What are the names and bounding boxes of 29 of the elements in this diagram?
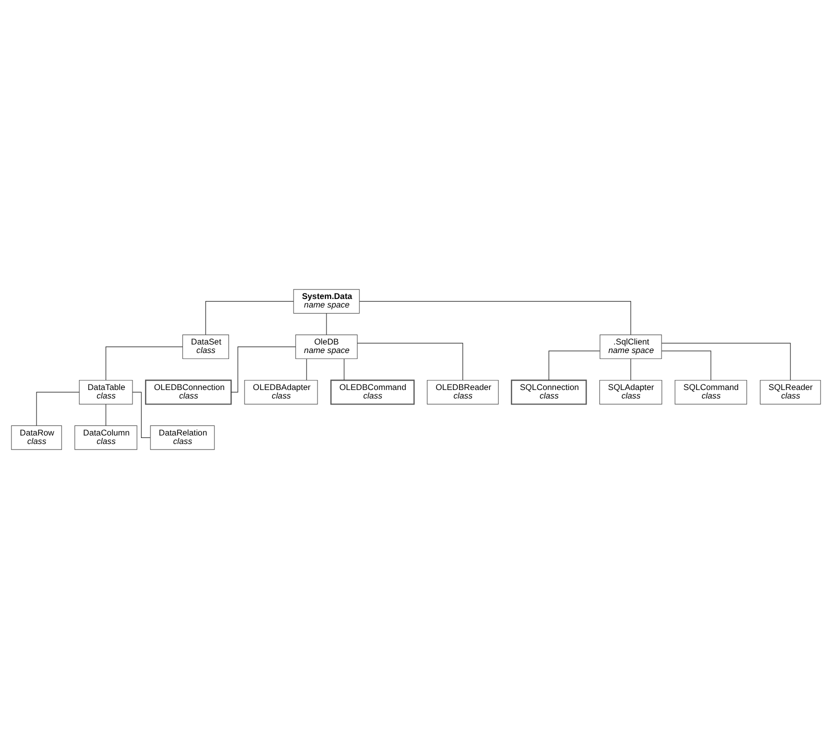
node-box: System.Data name space — [293, 288, 360, 314]
connector — [36, 391, 80, 426]
node-box: DataTable class — [78, 379, 133, 404]
connector — [205, 300, 294, 334]
connector — [326, 312, 327, 335]
connector — [661, 350, 712, 380]
node-box: DataColumn class — [74, 424, 138, 450]
node-box: OLEDBAdapter class — [244, 379, 318, 404]
node-box: .SqlClient name space — [600, 334, 662, 359]
node-box: DataRelation class — [150, 424, 215, 450]
connector — [548, 350, 600, 380]
node-box: OLEDBReader class — [426, 379, 499, 404]
connector — [359, 300, 632, 334]
node-box: DataSet class — [182, 334, 230, 359]
connector — [630, 358, 632, 380]
node-box: SQLReader class — [760, 379, 821, 404]
node-box: SQLCommand class — [674, 379, 748, 404]
connector — [106, 346, 183, 380]
node-box: OLEDBConnection class — [145, 379, 232, 404]
connector — [306, 358, 307, 380]
node-box: OLEDBCommand class — [330, 379, 415, 404]
node-box: SQLAdapter class — [599, 379, 662, 404]
connector — [230, 346, 296, 392]
node-box: DataRow class — [11, 424, 62, 450]
node-box: OleDB name space — [295, 334, 358, 359]
connector — [357, 342, 464, 380]
connector — [661, 342, 791, 380]
connector — [132, 391, 151, 438]
node-box: SQLConnection class — [510, 379, 587, 404]
